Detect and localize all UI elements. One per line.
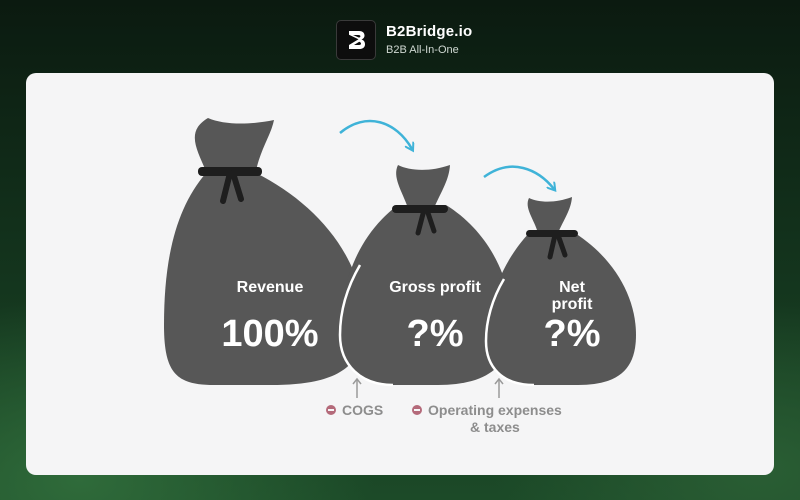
arrow-icon [339,119,412,149]
arrow-icon [483,165,554,189]
cogs-label: COGS [342,402,384,418]
gross-profit-bag [338,165,512,387]
revenue-label: Revenue [237,279,304,296]
profit-bags-diagram: Revenue 100% Gross profit ?% Net profit … [164,118,636,398]
opex-deduction: Operating expenses & taxes [412,402,562,436]
revenue-bag [164,118,364,385]
cogs-pointer-icon [352,377,362,398]
net-profit-label-line1: Net [559,279,585,296]
net-profit-bag [484,197,636,387]
revenue-value: 100% [221,313,318,355]
minus-circle-icon [326,405,336,415]
brand-name: B2Bridge.io [386,23,473,41]
gross-profit-value: ?% [407,313,464,355]
brand-tagline: B2B All-In-One [386,43,459,56]
opex-label-line2: & taxes [470,419,520,435]
opex-label-line1: Operating expenses [428,402,562,418]
opex-pointer-icon [494,377,504,398]
gross-profit-label: Gross profit [389,279,481,296]
b2-logo-icon [336,20,376,60]
net-profit-value: ?% [544,313,601,355]
cogs-deduction: COGS [326,402,383,419]
diagram-card: Revenue 100% Gross profit ?% Net profit … [26,73,774,475]
net-profit-label-line2: profit [552,296,594,313]
minus-circle-icon [412,405,422,415]
brand-header: B2Bridge.io B2B All-In-One [336,20,472,60]
